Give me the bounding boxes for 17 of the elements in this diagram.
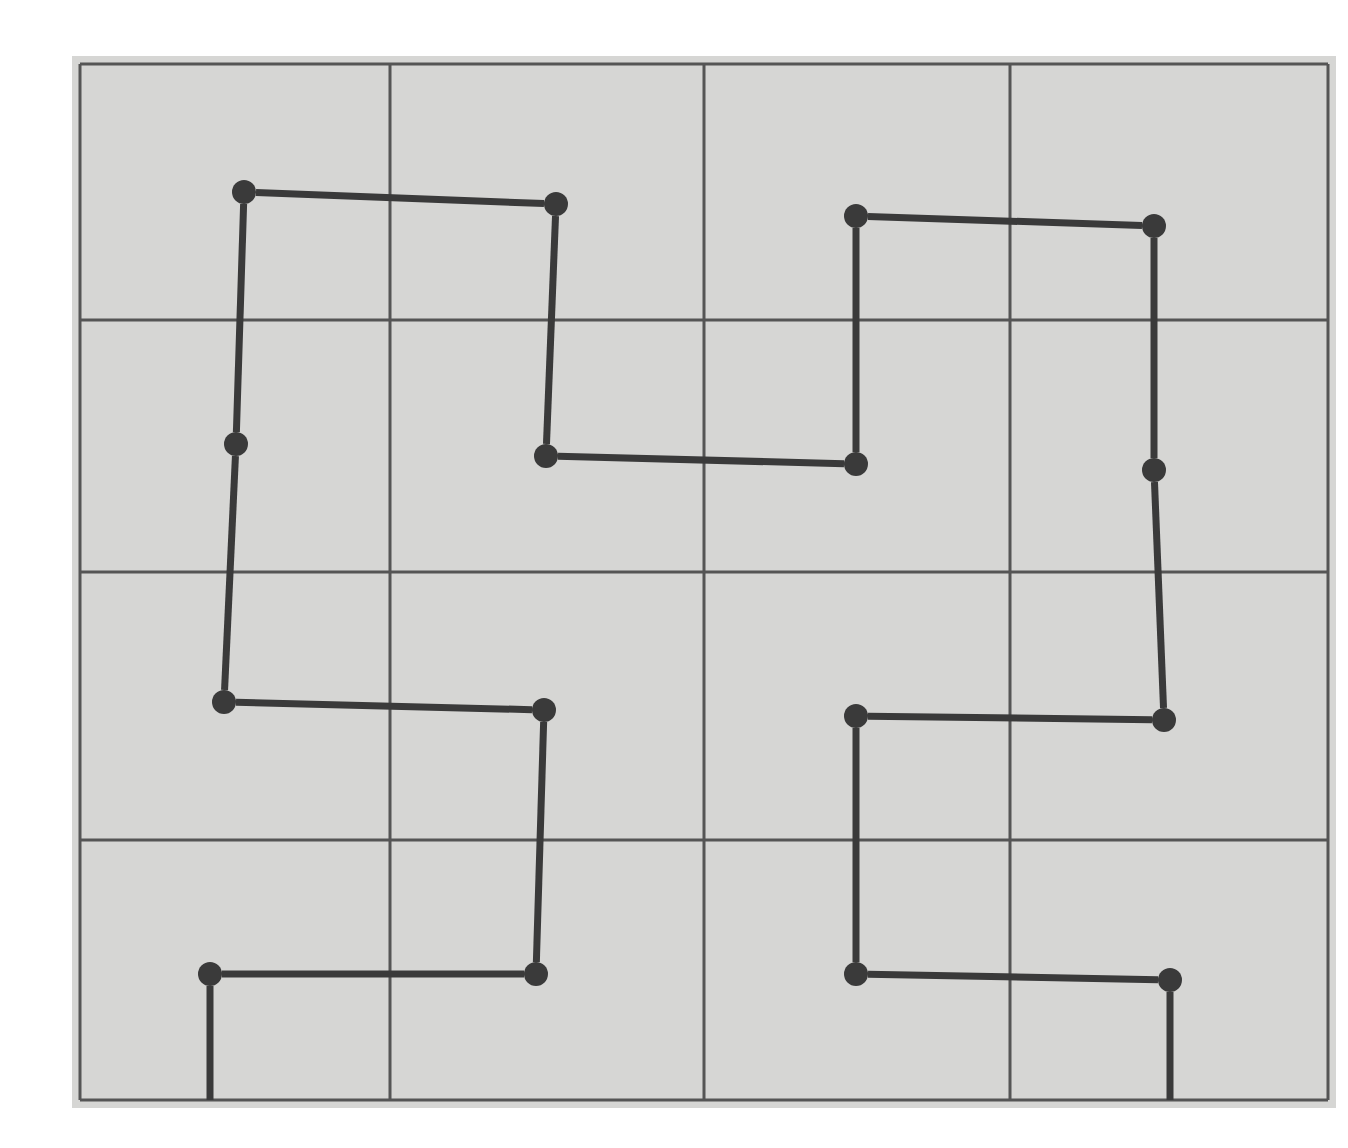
line bbox=[867, 712, 1153, 724]
line bbox=[867, 970, 1159, 984]
line bbox=[235, 698, 533, 714]
line bbox=[255, 188, 545, 208]
line bbox=[543, 215, 559, 445]
line bbox=[852, 728, 860, 962]
line bbox=[1151, 481, 1167, 709]
line bbox=[867, 212, 1143, 230]
line bbox=[221, 455, 239, 691]
line bbox=[852, 228, 860, 452]
line bbox=[222, 970, 524, 978]
line bbox=[557, 452, 845, 468]
line bbox=[1166, 992, 1174, 1100]
line bbox=[206, 986, 214, 1100]
line bbox=[1150, 238, 1158, 458]
line bbox=[532, 721, 548, 963]
line bbox=[232, 203, 248, 433]
